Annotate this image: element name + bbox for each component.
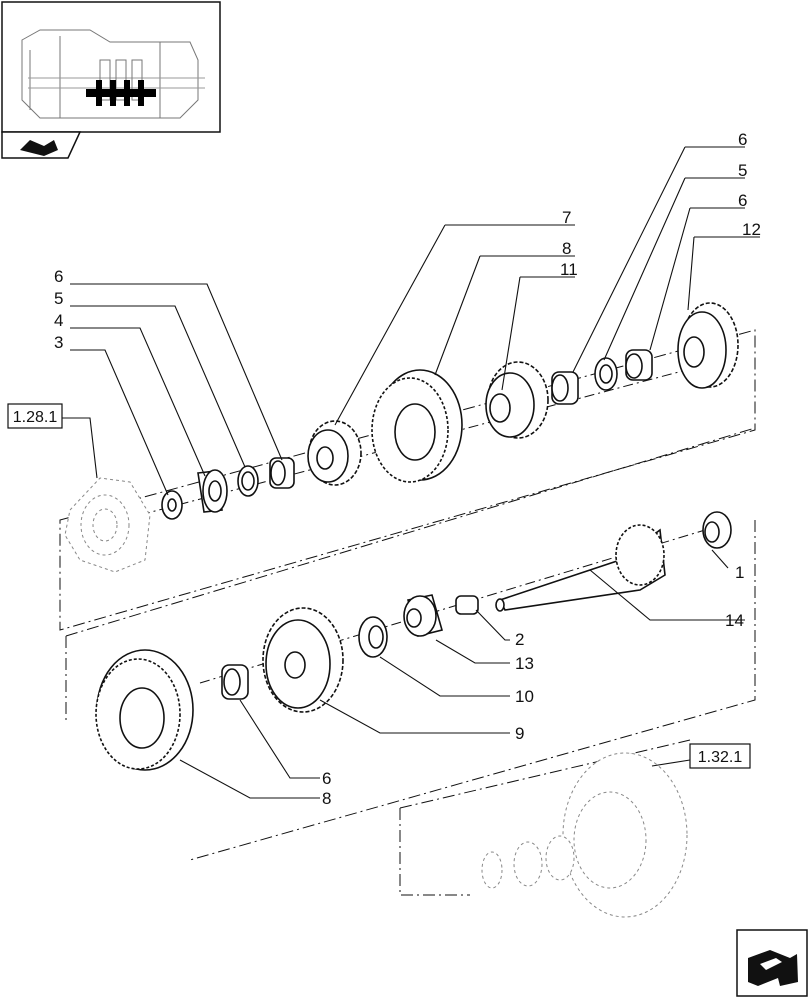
part-12-gear xyxy=(677,302,739,389)
ref-group-boundary-top xyxy=(399,739,691,809)
part-1-bearing xyxy=(702,511,732,549)
callout-8-a: 8 xyxy=(562,239,571,258)
callout-14: 14 xyxy=(725,611,744,630)
next-page-arrow-icon[interactable] xyxy=(736,929,808,997)
ref-label-lower-right: 1.32.1 xyxy=(698,749,743,766)
part-3-bearing xyxy=(161,490,183,520)
callout-6-d: 6 xyxy=(322,769,331,788)
mid-boundary xyxy=(65,427,756,637)
ref-box-upper-left[interactable]: 1.28.1 xyxy=(7,403,63,429)
callout-11: 11 xyxy=(560,260,578,279)
callout-6-b: 6 xyxy=(738,191,747,210)
part-6-spacer-b xyxy=(551,371,579,405)
part-5-needle-bearing xyxy=(237,465,259,497)
part-11-gear xyxy=(485,361,549,439)
callout-5-a: 5 xyxy=(738,161,747,180)
part-9-gear xyxy=(262,607,344,713)
leader-lines xyxy=(62,146,760,799)
part-4-bearing xyxy=(197,469,228,513)
part-6-spacer xyxy=(269,457,295,489)
part-6-spacer-c xyxy=(625,349,653,381)
ref-label-upper-left: 1.28.1 xyxy=(13,409,58,426)
part-6-spacer-d xyxy=(221,664,249,700)
callout-5-b: 5 xyxy=(54,289,63,308)
ref-box-lower-right[interactable]: 1.32.1 xyxy=(689,743,751,769)
part-8-synchro-upper xyxy=(371,369,463,483)
part-10-washer xyxy=(358,616,388,658)
part-5-needle-bearing-b xyxy=(594,357,618,391)
transmission-thumbnail[interactable] xyxy=(1,1,221,133)
part-2-pin xyxy=(455,595,479,615)
housing-ghost xyxy=(64,477,151,573)
part-14-shaft xyxy=(495,524,666,612)
part-7-gear xyxy=(307,420,362,486)
callout-13: 13 xyxy=(515,654,534,673)
callout-6-c: 6 xyxy=(54,267,63,286)
reference-gear-assembly-ghost xyxy=(481,752,688,918)
callout-1: 1 xyxy=(735,563,744,582)
callout-3: 3 xyxy=(54,333,63,352)
part-13-bearing xyxy=(403,594,443,637)
previous-page-icon[interactable] xyxy=(1,131,82,159)
callout-2: 2 xyxy=(515,630,524,649)
upper-axis xyxy=(139,364,706,516)
callout-6-a: 6 xyxy=(738,130,747,149)
callout-9: 9 xyxy=(515,724,524,743)
callout-8-b: 8 xyxy=(322,789,331,808)
callout-12: 12 xyxy=(742,220,761,239)
lower-group-boundary xyxy=(189,520,756,861)
callouts: 6 5 6 12 7 8 11 6 5 4 3 1 14 2 13 10 9 6… xyxy=(54,130,761,808)
callout-10: 10 xyxy=(515,687,534,706)
callout-4: 4 xyxy=(54,311,63,330)
ref-group-boundary-left xyxy=(399,808,470,896)
part-8-synchro-lower xyxy=(95,649,194,771)
callout-7: 7 xyxy=(562,208,571,227)
upper-group-boundary xyxy=(59,329,756,631)
